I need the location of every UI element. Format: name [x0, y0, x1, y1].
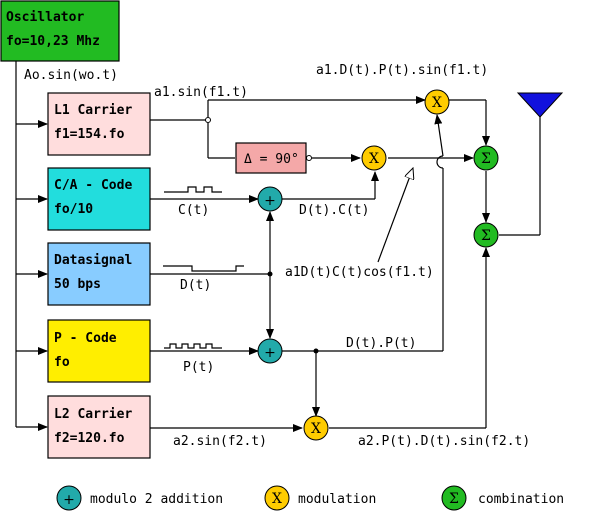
adder-ca: + — [257, 186, 283, 212]
sigma-icon: Σ — [481, 151, 491, 167]
ca-out-label: C(t) — [178, 203, 209, 218]
l1-carrier-label-1: L1 Carrier — [54, 103, 132, 118]
plus-icon: + — [264, 345, 276, 361]
p-code-label-1: P - Code — [54, 331, 117, 346]
times-icon: X — [311, 421, 321, 437]
data-paths — [150, 211, 274, 339]
phase-shift-block: Δ = 90° — [235, 142, 307, 174]
oscillator-bus — [15, 61, 48, 431]
p-code-label-2: fo — [54, 355, 70, 370]
l2-out-label: a2.sin(f2.t) — [173, 434, 267, 449]
oscillator-label-1: Oscillator — [6, 10, 84, 25]
l2-carrier-block: L2 Carrier f2=120.fo — [47, 395, 151, 459]
times-icon: X — [432, 95, 442, 111]
a1dc-label: a1D(t)C(t)cos(f1.t) — [285, 265, 434, 280]
p-code-block: P - Code fo — [47, 319, 151, 383]
datasignal-label-2: 50 bps — [54, 277, 101, 292]
legend-combiner: Σ combination — [441, 485, 564, 511]
l1-mod-out-label: a1.D(t).P(t).sin(f1.t) — [316, 63, 488, 78]
sigma-icon: Σ — [481, 228, 491, 244]
datasignal-block: Datasignal 50 bps — [47, 242, 151, 306]
dc-label: D(t).C(t) — [299, 203, 369, 218]
datasignal-label-1: Datasignal — [54, 253, 132, 268]
osc-out-label: Ao.sin(wo.t) — [24, 68, 118, 83]
combiner-bottom: Σ — [473, 222, 499, 248]
ca-code-label-1: C/A - Code — [54, 178, 132, 193]
times-icon: X — [369, 151, 379, 167]
legend-combiner-label: combination — [478, 492, 564, 507]
l1-carrier-block: L1 Carrier f1=154.fo — [47, 92, 151, 156]
l1-paths — [150, 96, 426, 162]
legend-adder-label: modulo 2 addition — [90, 492, 223, 507]
antenna-icon — [516, 92, 564, 118]
l2-carrier-label-2: f2=120.fo — [54, 431, 125, 446]
modulator-top: X — [424, 89, 450, 115]
adder-p: + — [257, 338, 283, 364]
plus-icon: + — [63, 492, 75, 508]
legend-modulator-label: modulation — [298, 492, 376, 507]
l2-carrier-label-1: L2 Carrier — [54, 407, 132, 422]
legend-adder: + modulo 2 addition — [56, 485, 223, 511]
l2-mod-out-label: a2.P(t).D(t).sin(f2.t) — [358, 434, 530, 449]
oscillator-block: Oscillator fo=10,23 Mhz — [0, 0, 120, 62]
ca-code-label-2: fo/10 — [54, 202, 93, 217]
l2-paths — [150, 247, 490, 432]
d-out-label: D(t) — [180, 278, 211, 293]
l1-out-label: a1.sin(f1.t) — [154, 85, 248, 100]
l1-carrier-label-2: f1=154.fo — [54, 127, 125, 142]
ca-code-block: C/A - Code fo/10 — [47, 167, 151, 231]
p-paths — [150, 114, 444, 417]
phase-shift-label: Δ = 90° — [244, 152, 299, 167]
p-out-label: P(t) — [183, 360, 214, 375]
dp-label: D(t).P(t) — [346, 336, 416, 351]
plus-icon: + — [264, 193, 276, 209]
legend: + modulo 2 addition X modulation Σ combi… — [56, 485, 564, 511]
legend-modulator: X modulation — [264, 485, 376, 511]
sigma-icon: Σ — [449, 491, 459, 507]
combiner-top: Σ — [473, 145, 499, 171]
annotation-pointer — [377, 168, 413, 263]
times-icon: X — [272, 491, 282, 507]
modulator-mid: X — [361, 145, 387, 171]
ca-paths — [150, 171, 379, 203]
combine-paths — [388, 99, 541, 236]
modulator-bottom: X — [303, 415, 329, 441]
oscillator-label-2: fo=10,23 Mhz — [6, 34, 100, 49]
